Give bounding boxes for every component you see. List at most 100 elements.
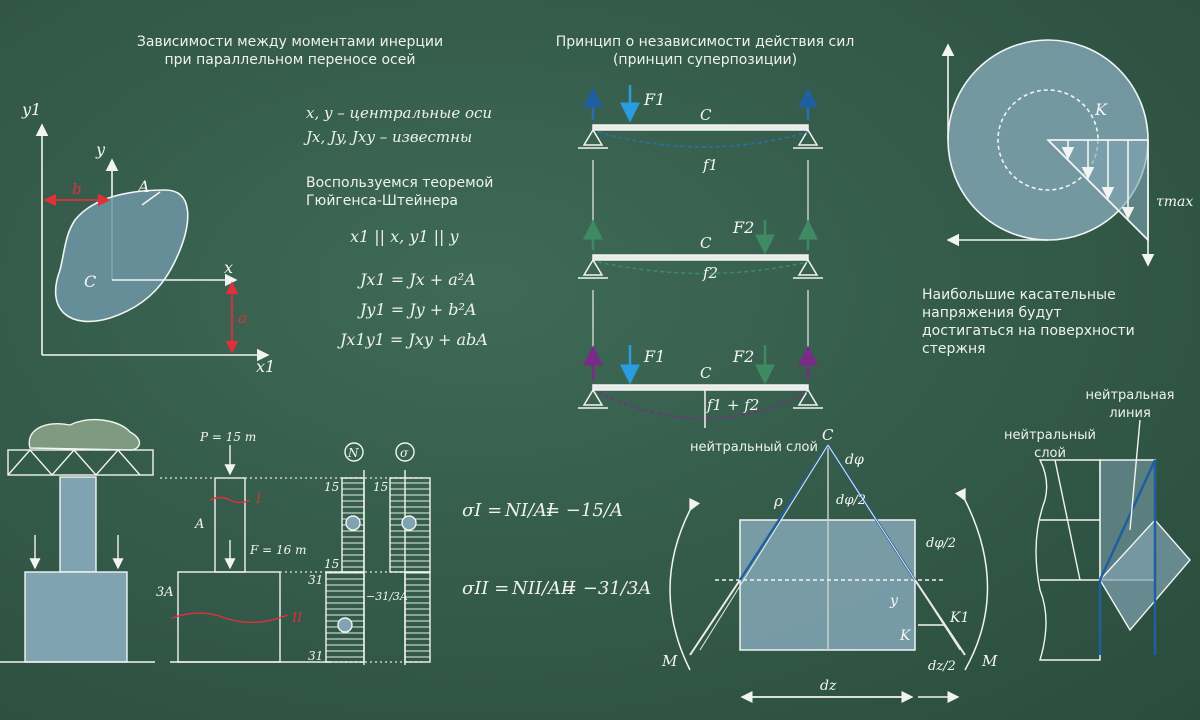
neutral-figure: [1035, 419, 1191, 661]
label-C-top: C: [700, 106, 712, 124]
label-dz: dz: [820, 678, 837, 694]
torsion-caption-line4: стержня: [922, 341, 986, 357]
truss: [7, 449, 154, 476]
lower-step: [177, 571, 281, 663]
label-A-upper: A: [194, 517, 204, 532]
label-F1-bot: F1: [643, 347, 665, 366]
label-dphi2-right: dφ/2: [926, 536, 956, 551]
label-F1-top: F1: [643, 90, 665, 109]
sigma-epure-lower: [404, 571, 431, 663]
label-y: y: [95, 140, 106, 159]
N-circle: [344, 442, 364, 462]
torsion-caption-line3: достигаться на поверхности: [922, 323, 1135, 339]
moment-left: [669, 497, 701, 671]
eq-sigma-II-rhs: = −31/3A: [562, 578, 652, 599]
label-K-torsion: K: [1094, 100, 1108, 119]
N-value-15-top: 15: [324, 480, 339, 494]
parallel-axes-note: x1 || x, y1 || y: [350, 227, 459, 246]
bending-figure: [669, 444, 989, 703]
label-dz2: dz/2: [928, 659, 956, 674]
label-y-bending: y: [889, 593, 899, 609]
label-rho: ρ: [773, 492, 783, 510]
label-F2-mid: F2: [732, 218, 754, 237]
label-f1: f1: [702, 156, 718, 174]
label-x: x: [224, 258, 233, 277]
beam-2: [592, 254, 809, 261]
eq-jx1y1: Jx1y1 = Jxy + abA: [340, 330, 488, 349]
inertia-distances: [43, 193, 239, 354]
N-epure-lower: [325, 571, 365, 663]
eq-sigma-II-mid: NII/AII: [512, 578, 576, 599]
eq-sigma-I-mid: NI/AI: [505, 500, 555, 521]
known-note: Jx, Jy, Jxy – известны: [306, 128, 473, 146]
label-K1: K1: [949, 610, 969, 626]
N-value-31-top: 31: [308, 573, 323, 587]
support-2b: [797, 258, 819, 276]
theorem-line1: Воспользуемся теоремой: [306, 175, 494, 191]
eq-sigma-II-lhs: σII =: [462, 578, 510, 599]
eq-sigma-I-rhs: = −15/A: [545, 500, 623, 521]
support-3b: [797, 388, 819, 406]
area-shape: [54, 189, 189, 323]
deflection-1: [597, 131, 809, 148]
neutral-plane: [1099, 518, 1191, 632]
inertia-figure: [35, 123, 270, 362]
epure-diagrams: [325, 442, 431, 665]
superposition-title-line2: (принцип суперпозиции): [612, 52, 798, 68]
eq-jx1: Jx1 = Jx + a²A: [360, 270, 476, 289]
axes-note: x, y – центральные оси: [306, 104, 493, 122]
N-value-15-bottom: 15: [324, 557, 339, 571]
beam-3: [592, 384, 809, 391]
label-tau-max: τmax: [1156, 194, 1193, 210]
label-C-bending: C: [822, 426, 834, 444]
label-I: I: [255, 492, 262, 507]
stepped-column: [160, 445, 425, 663]
superposition-figure: [578, 124, 823, 428]
radius-line: [738, 444, 830, 581]
label-sigma: σ: [400, 446, 409, 460]
superposition-forces: [583, 85, 818, 385]
neutral-line-label-1: нейтральная: [1085, 388, 1175, 403]
deflection-2: [597, 261, 809, 275]
torsion-caption-line2: напряжения будут: [922, 305, 1062, 321]
label-C-mid: C: [700, 234, 712, 252]
sigma-value-15: 15: [373, 480, 388, 494]
label-M-right: M: [981, 652, 998, 670]
torsion-caption-line1: Наибольшие касательные: [922, 287, 1116, 303]
label-dphi: dφ: [845, 452, 864, 468]
label-dphi2-top: dφ/2: [836, 493, 866, 508]
beam-1: [592, 124, 809, 131]
label-K-bending: K: [899, 628, 912, 644]
eq-jy1: Jy1 = Jy + b²A: [360, 300, 477, 319]
label-A: A: [136, 177, 150, 196]
moment-right: [954, 487, 989, 671]
label-x1: x1: [256, 357, 275, 376]
support-2a: [582, 258, 604, 276]
inertia-title-line1: Зависимости между моментами инерции: [136, 34, 444, 50]
sigma-circle: [395, 442, 415, 462]
N-value-31-bottom: 31: [308, 649, 323, 663]
neutral-line-label-2: линия: [1109, 406, 1151, 421]
eq-sigma-I-lhs: σI =: [462, 500, 503, 521]
label-P: P = 15 т: [199, 430, 256, 444]
bending-neutral-layer: нейтральный слой: [690, 440, 818, 455]
area-leader: [141, 191, 161, 206]
label-y1: y1: [21, 100, 41, 119]
support-1b: [797, 128, 819, 146]
label-M-left: M: [661, 652, 678, 670]
pedestal: [59, 476, 97, 573]
label-a: a: [238, 309, 247, 327]
neutral-block: [1035, 459, 1101, 661]
foundation-figure: [0, 419, 155, 663]
neutral-layer-label-1: нейтральный: [1004, 428, 1096, 443]
label-C-bot: C: [700, 364, 712, 382]
label-b: b: [72, 180, 82, 198]
footing: [24, 571, 128, 663]
theorem-line2: Гюйгенса-Штейнера: [306, 193, 458, 209]
label-f2: f2: [702, 264, 718, 282]
support-3a: [582, 388, 604, 406]
label-3A: 3A: [156, 585, 174, 600]
soil-mound: [28, 419, 141, 451]
